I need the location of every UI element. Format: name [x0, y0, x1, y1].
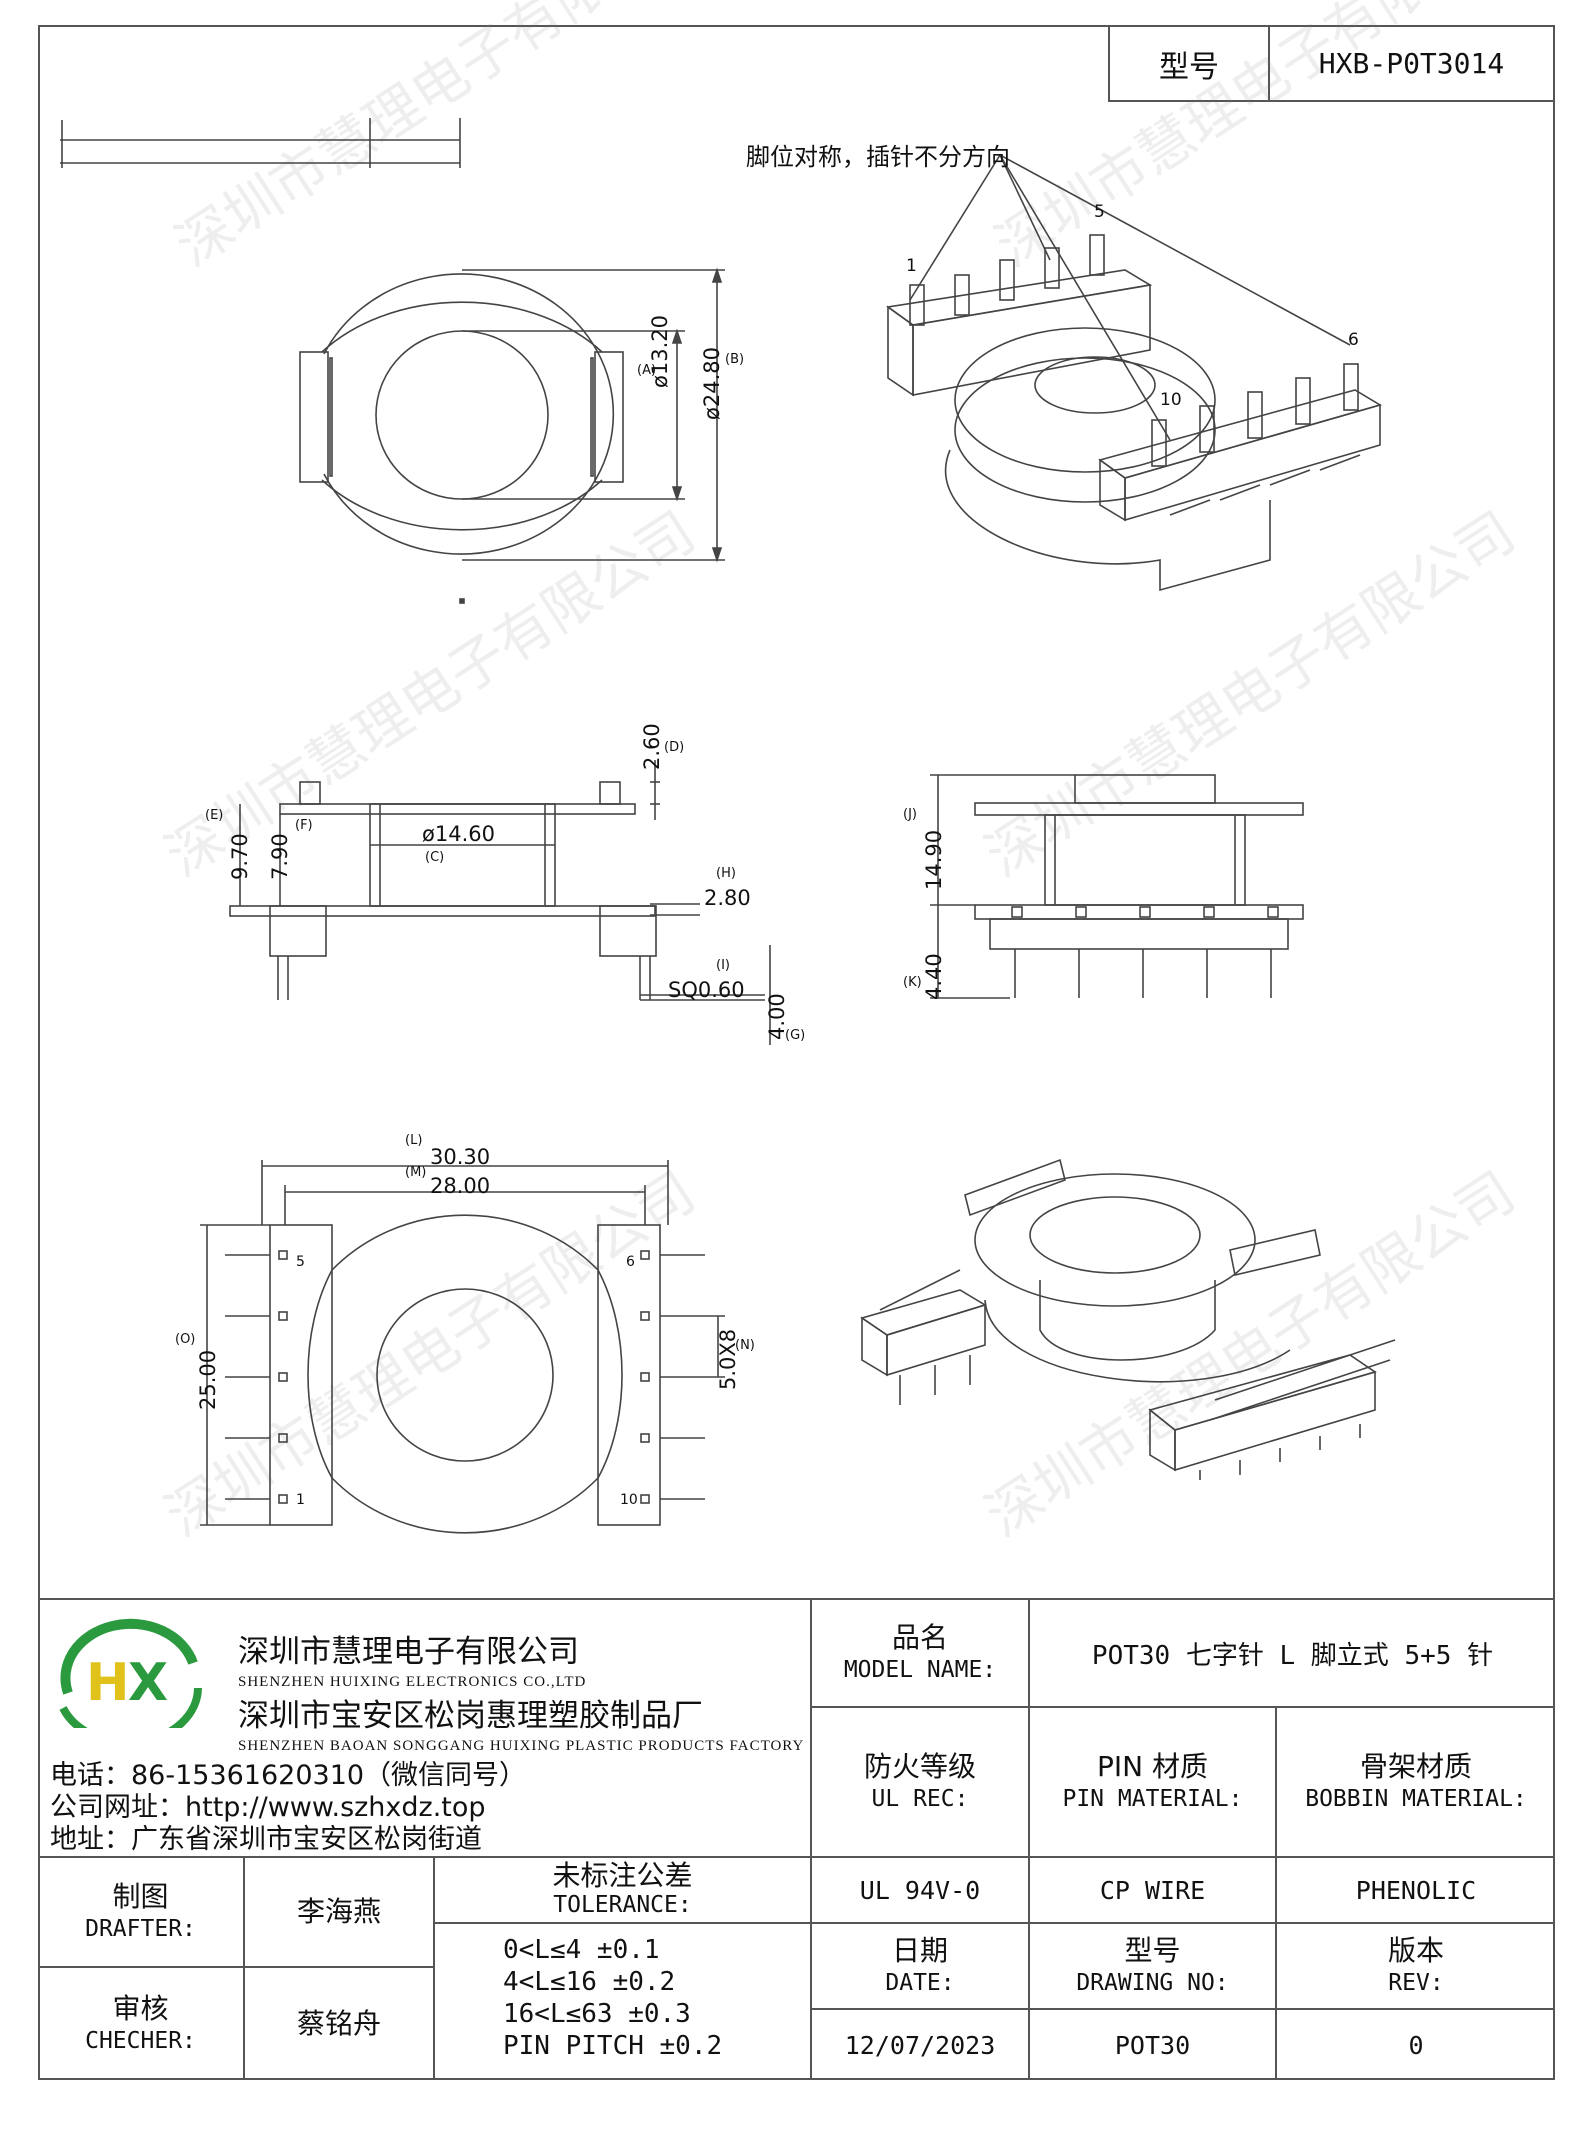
dim-value-A: ø13.20 [648, 315, 672, 388]
dim-value-O: 25.00 [196, 1349, 220, 1410]
dim-value-M: 28.00 [430, 1174, 491, 1198]
factory-name-en: SHENZHEN BAOAN SONGGANG HUIXING PLASTIC … [238, 1738, 805, 1754]
dim-ref-A: (A) [637, 363, 657, 378]
tolerance-row-4: PIN PITCH ±0.2 [503, 2031, 723, 2061]
model-name-value: POT30 七字针 L 脚立式 5+5 针 [1091, 1640, 1494, 1671]
dim-ref-G: (G) [785, 1028, 806, 1043]
dim-value-H: 2.80 [704, 886, 751, 910]
company-phone: 电话：86-15361620310（微信同号） [50, 1760, 527, 1791]
pin-label-5-bottom: 5 [296, 1254, 305, 1270]
dim-value-N: 5.0X8 [716, 1328, 740, 1390]
checker-label: 审核 CHECHER: [85, 1992, 196, 2054]
pin-label-10-bottom: 10 [620, 1492, 638, 1508]
drawing-no-value: POT30 [1114, 2030, 1191, 2060]
revision-value: 0 [1408, 2030, 1424, 2060]
dim-ref-K: (K) [903, 975, 922, 990]
dim-ref-N: (N) [735, 1338, 755, 1353]
dim-value-J: 14.90 [922, 829, 946, 890]
checker-value: 蔡铭舟 [296, 2007, 381, 2040]
ul-rating-label: 防火等级 UL REC: [863, 1750, 976, 1812]
drafter-value: 李海燕 [296, 1895, 381, 1928]
company-info: H X 深圳市慧理电子有限公司 SHENZHEN HUIXING ELECTRO… [38, 1598, 810, 1856]
bobbin-material-value: PHENOLIC [1355, 1875, 1477, 1905]
dim-value-D: 2.60 [640, 723, 664, 770]
tolerance-row-1: 0<L≤4 ±0.1 [503, 1935, 660, 1965]
iso-view-top [885, 154, 1382, 592]
company-address: 地址：广东省深圳市宝安区松岗街道 [50, 1824, 482, 1855]
model-number-value: HXB-P0T3014 [1318, 47, 1505, 80]
dim-ref-J: (J) [903, 807, 917, 822]
date-value: 12/07/2023 [844, 2030, 996, 2060]
dim-ref-L: (L) [405, 1133, 423, 1148]
pin-label-6-bottom: 6 [626, 1254, 635, 1270]
drawing-no-label: 型号 DRAWING NO: [1076, 1934, 1229, 1996]
dim-ref-O: (O) [175, 1332, 196, 1347]
tolerance-label: 未标注公差 TOLERANCE: [552, 1859, 693, 1919]
model-number-box: 型号 HXB-P0T3014 [1108, 25, 1555, 102]
company-logo: H X [59, 1618, 202, 1728]
pin-material-value: CP WIRE [1099, 1875, 1206, 1905]
dim-value-E: 9.70 [228, 833, 252, 880]
technical-drawing [60, 118, 1396, 1534]
dim-value-B: ø24.80 [700, 347, 724, 420]
bobbin-material-label: 骨架材质 BOBBIN MATERIAL: [1305, 1750, 1527, 1812]
tolerance-row-3: 16<L≤63 ±0.3 [503, 1999, 691, 2029]
bottom-view [200, 1160, 725, 1534]
company-name-en: SHENZHEN HUIXING ELECTRONICS CO.,LTD [238, 1674, 587, 1690]
factory-name-cn: 深圳市宝安区松岗惠理塑胶制品厂 [238, 1698, 703, 1734]
pin-label-1: 1 [906, 256, 917, 276]
front-view [229, 760, 771, 1045]
dim-ref-C: (C) [425, 850, 445, 865]
pin-label-6: 6 [1348, 330, 1359, 350]
dim-ref-H: (H) [716, 866, 736, 881]
model-name-label: 品名 MODEL NAME: [843, 1621, 997, 1683]
dim-ref-I: (I) [716, 958, 730, 973]
ul-rating-value: UL 94V-0 [859, 1875, 981, 1905]
iso-view-bottom [860, 1158, 1396, 1480]
drawing-sheet [38, 25, 1555, 2080]
svg-text:X: X [128, 1653, 168, 1713]
dim-ref-B: (B) [725, 352, 745, 367]
dim-value-C: ø14.60 [422, 822, 495, 846]
date-label: 日期 DATE: [885, 1934, 955, 1996]
dim-value-I: SQ0.60 [668, 978, 745, 1002]
dim-value-K: 4.40 [922, 953, 946, 1000]
dim-value-L: 30.30 [430, 1145, 491, 1169]
revision-label: 版本 REV: [1387, 1934, 1444, 1996]
model-number-label: 型号 [1110, 27, 1270, 100]
pin-symmetry-note: 脚位对称，插针不分方向 [746, 145, 1010, 171]
tolerance-row-2: 4<L≤16 ±0.2 [503, 1967, 676, 1997]
dim-ref-E: (E) [205, 808, 224, 823]
pin-label-5: 5 [1094, 202, 1105, 222]
dim-ref-F: (F) [295, 818, 313, 833]
title-block: H X 深圳市慧理电子有限公司 SHENZHEN HUIXING ELECTRO… [38, 1598, 1555, 2080]
top-view [299, 267, 725, 604]
svg-text:H: H [86, 1653, 130, 1713]
dim-ref-D: (D) [664, 740, 685, 755]
drafter-label: 制图 DRAFTER: [85, 1880, 196, 1942]
company-name-cn: 深圳市慧理电子有限公司 [238, 1634, 579, 1670]
company-website: 公司网址：http://www.szhxdz.top [50, 1792, 486, 1823]
dim-value-F: 7.90 [268, 833, 292, 880]
pin-material-label: PIN 材质 PIN MATERIAL: [1062, 1750, 1243, 1812]
pin-label-1-bottom: 1 [296, 1492, 305, 1508]
side-view [930, 774, 1304, 999]
pin-label-10: 10 [1160, 390, 1182, 410]
dim-ref-M: (M) [405, 1165, 427, 1180]
